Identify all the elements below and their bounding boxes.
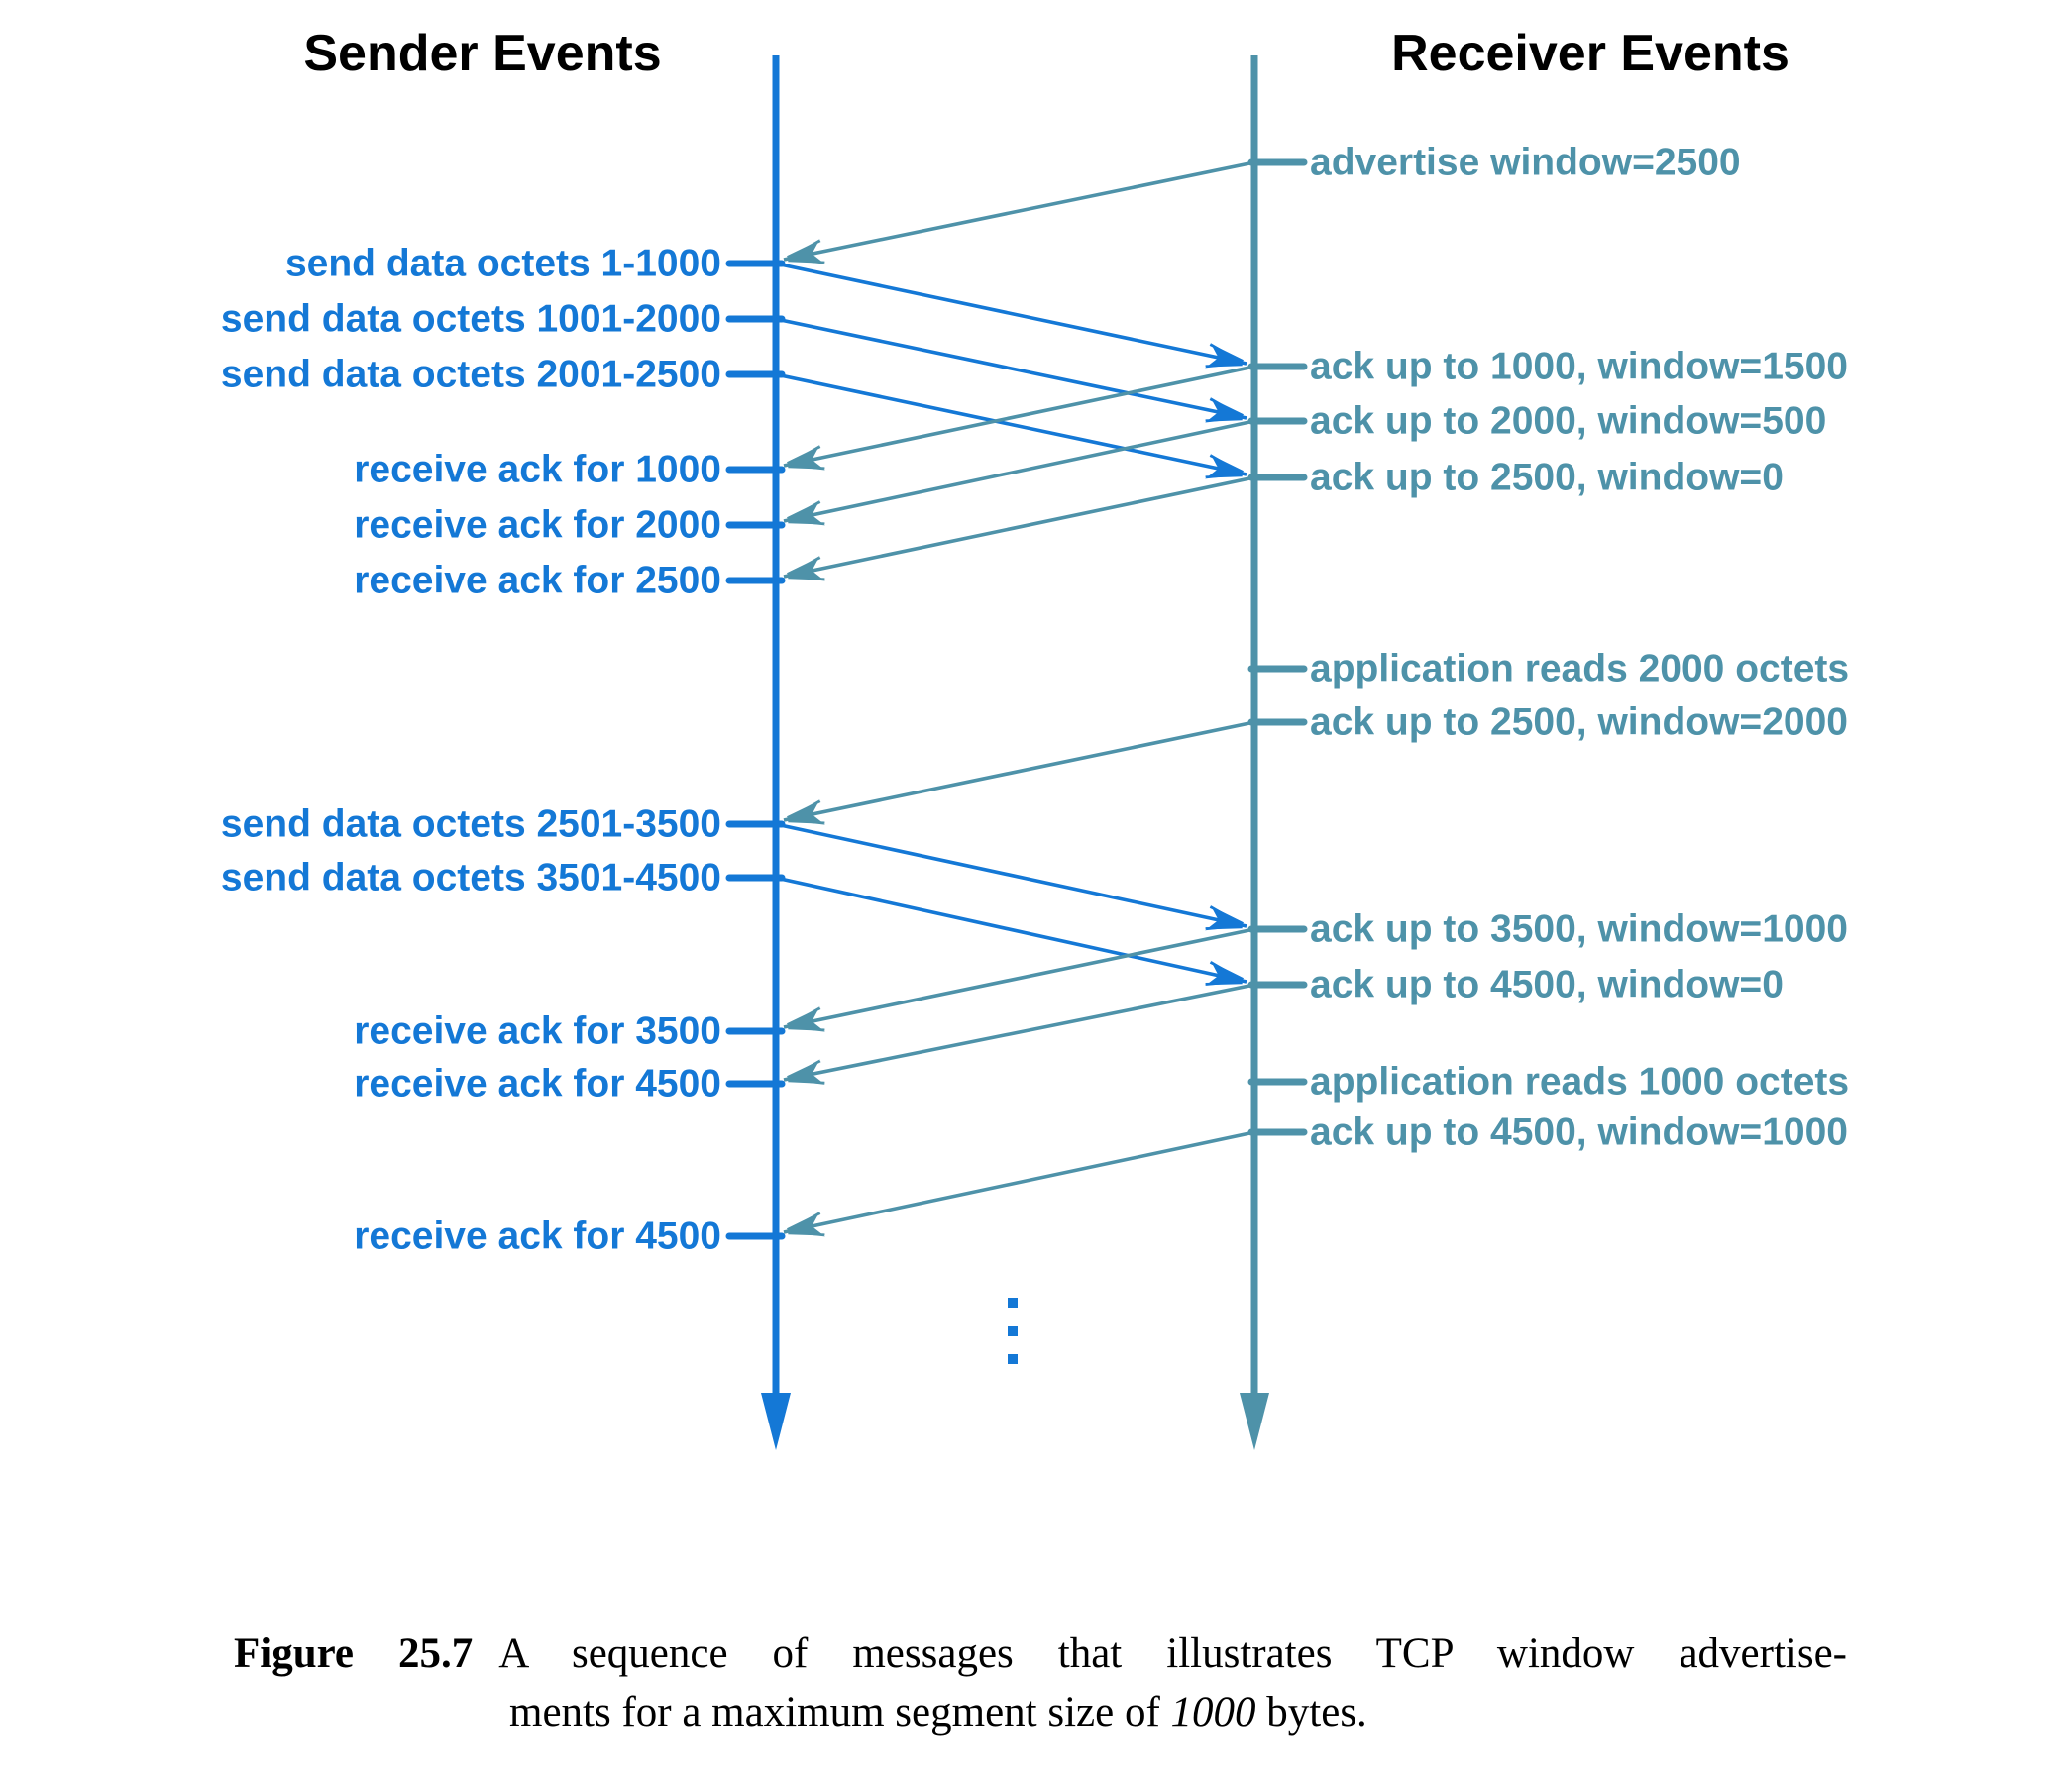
down-arrowhead-icon [761,1393,791,1450]
figure-caption-line2: ments for a maximum segment size of 1000… [509,1689,1367,1736]
sender-event-ticks [725,260,786,1240]
receiver-event-label: ack up to 3500, window=1000 [1310,907,1848,951]
sender-to-receiver-arrows [775,262,1247,987]
message-arrow [775,372,1247,479]
receiver-event-label: advertise window=2500 [1310,141,1741,184]
message-arrow [783,720,1255,825]
receiver-to-sender-arrows [783,160,1255,1237]
receiver-event-label: ack up to 2500, window=2000 [1310,700,1848,744]
message-arrow [783,160,1255,264]
sender-event-label: receive ack for 4500 [354,1062,721,1106]
figure-caption-text: A sequence of messages that illustrates … [498,1631,1847,1677]
sender-event-label: send data octets 1001-2000 [220,297,721,341]
figure-number: Figure 25.7 [234,1631,474,1677]
sender-event-label: send data octets 2001-2500 [220,353,721,396]
message-arrow [775,876,1247,987]
message-arrow [783,1130,1255,1237]
receiver-event-label: ack up to 4500, window=1000 [1310,1110,1848,1154]
sender-event-label: receive ack for 3500 [354,1009,721,1053]
receiver-event-label: ack up to 2500, window=0 [1310,456,1784,499]
message-arrow [775,262,1247,369]
sender-event-label: receive ack for 2500 [354,559,721,602]
message-arrow [783,365,1255,471]
sender-event-label: send data octets 2501-3500 [220,802,721,846]
sender-event-label: send data octets 3501-4500 [220,856,721,899]
receiver-event-label: ack up to 4500, window=0 [1310,963,1784,1006]
figure-caption: Figure 25.7 A sequence of messages that i… [234,1625,1847,1741]
receiver-event-ticks [1247,158,1308,1136]
caption-italic-number: 1000 [1170,1689,1256,1736]
message-arrow [775,822,1247,931]
receiver-event-label: application reads 1000 octets [1310,1060,1850,1104]
receiver-event-label: ack up to 2000, window=500 [1310,399,1827,443]
sender-event-label: receive ack for 1000 [354,448,721,491]
receiver-event-label: ack up to 1000, window=1500 [1310,345,1848,388]
message-arrow [783,983,1255,1085]
message-arrow [783,927,1255,1032]
receiver-event-label: application reads 2000 octets [1310,647,1850,690]
message-arrow [783,419,1255,526]
message-arrow [775,317,1247,423]
receiver-events-title: Receiver Events [1391,25,1789,82]
vertical-ellipsis-icon [1008,1298,1018,1364]
sender-event-label: receive ack for 2000 [354,503,721,547]
down-arrowhead-icon [1240,1393,1269,1450]
message-arrow [783,475,1255,581]
sender-event-label: receive ack for 4500 [354,1214,721,1258]
sender-event-label: send data octets 1-1000 [284,242,721,285]
figure-caption-line1: Figure 25.7 A sequence of messages that i… [234,1625,1847,1683]
sender-events-title: Sender Events [303,25,662,82]
